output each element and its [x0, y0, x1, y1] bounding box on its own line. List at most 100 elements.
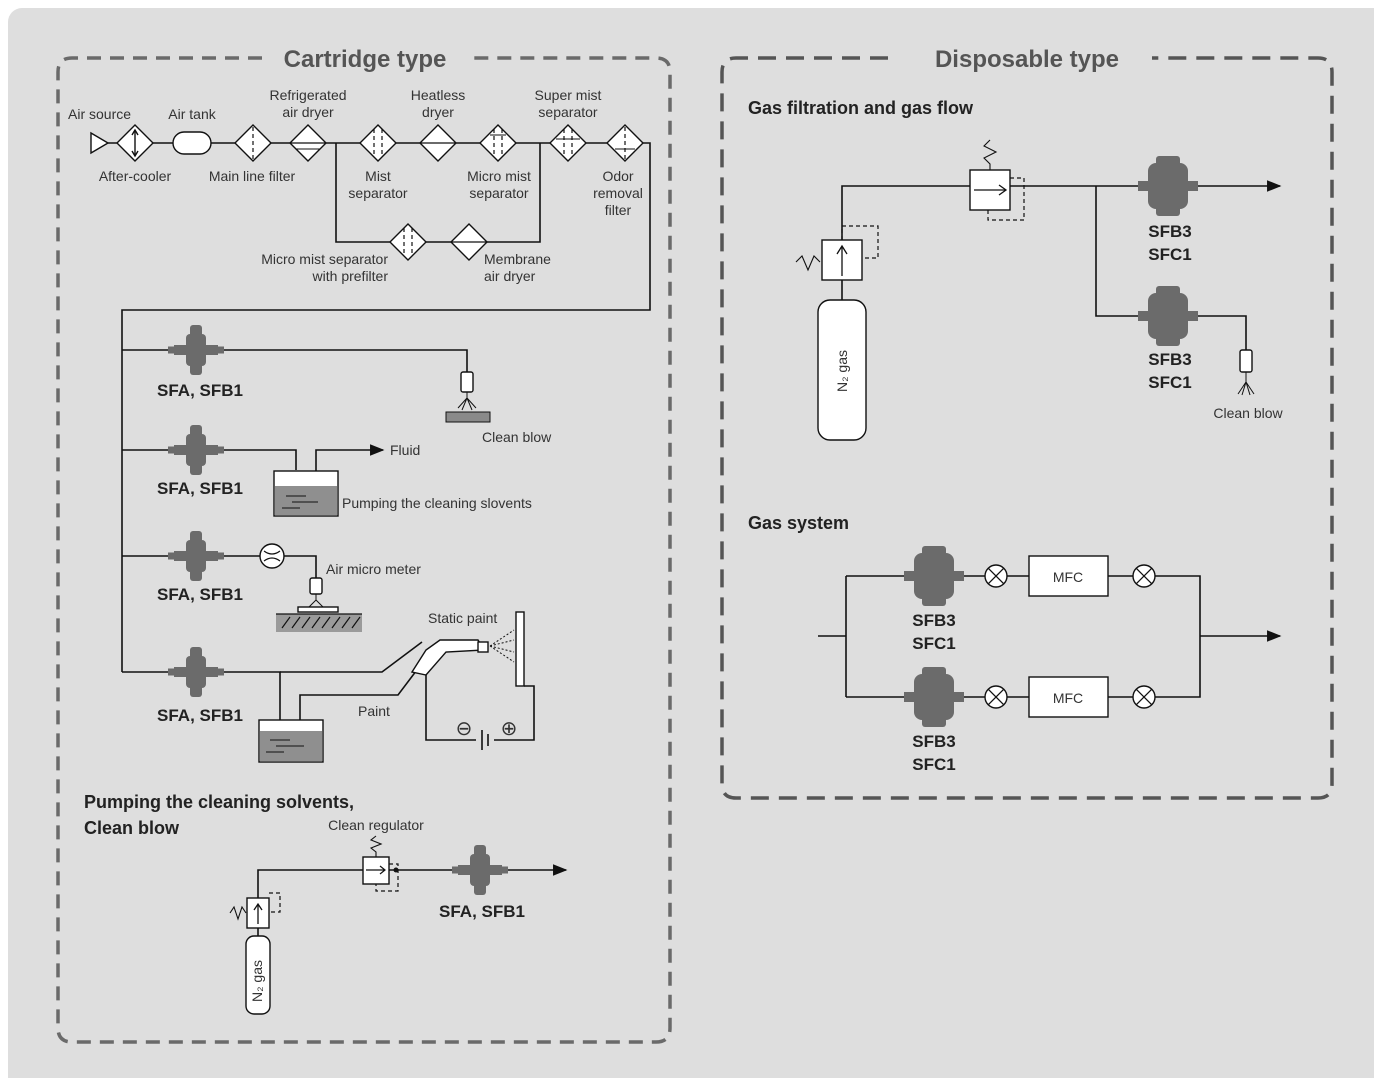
bottom-title-1: Pumping the cleaning solvents, — [84, 792, 354, 812]
membrane-dryer-icon — [450, 223, 488, 261]
label-odor-2: removal — [593, 185, 643, 201]
refrigerated-dryer-icon — [289, 124, 327, 162]
label-paint: Paint — [358, 703, 390, 719]
label-micro-mist-2: separator — [469, 185, 528, 201]
label-after-cooler: After-cooler — [99, 168, 172, 184]
label-air-source: Air source — [68, 106, 131, 122]
paint-target-icon — [515, 611, 525, 687]
plus-symbol: ⊕ — [501, 718, 518, 740]
filter-sfa-sfb1-3 — [168, 531, 224, 581]
branch-static-paint: SFA, SFB1 ⊖ ⊕ Static paint Paint — [122, 610, 535, 763]
label-membrane-1: Membrane — [484, 251, 551, 267]
filter-1-label-a: SFB3 — [1148, 222, 1191, 241]
cartridge-type-section: Cartridge type — [56, 46, 672, 1044]
label-refrigerated-1: Refrigerated — [269, 87, 346, 103]
label-clean-regulator: Clean regulator — [328, 817, 424, 833]
filter-sfb3-sfc1-1 — [1138, 156, 1198, 216]
gauge-nozzle-icon — [309, 577, 323, 595]
label-clean-blow-disposable: Clean blow — [1213, 405, 1283, 421]
filter-2-label-a: SFB3 — [1148, 350, 1191, 369]
clean-blow-nozzle-icon — [1239, 349, 1253, 373]
filter-3-label-a: SFB3 — [912, 611, 955, 630]
label-air-micro-meter: Air micro meter — [326, 561, 421, 577]
micro-mist-prefilter-icon — [389, 223, 427, 261]
filter-sfa-sfb1-5 — [452, 845, 508, 895]
heatless-dryer-icon — [419, 124, 457, 162]
label-micro-prefilter-1: Micro mist separator — [261, 251, 388, 267]
ground-icon — [276, 614, 362, 632]
label-odor-3: filter — [605, 202, 632, 218]
valve-icon-4 — [1132, 685, 1156, 709]
air-source-icon — [90, 131, 110, 155]
filter-label-2: SFA, SFB1 — [157, 479, 243, 498]
bottom-title-2: Clean blow — [84, 818, 180, 838]
label-heatless-1: Heatless — [411, 87, 465, 103]
main-line-filter-icon — [234, 124, 272, 162]
battery-icon — [481, 730, 489, 750]
n2-gas-label: N₂ gas — [834, 350, 850, 392]
filter-label-5: SFA, SFB1 — [439, 902, 525, 921]
filter-sfa-sfb1-4 — [168, 647, 224, 697]
filter-4-label-a: SFB3 — [912, 732, 955, 751]
after-cooler-icon — [116, 124, 154, 162]
branch-fluid-pumping: SFA, SFB1 Fluid Pumping the cleaning slo… — [122, 425, 532, 517]
filter-sfb3-sfc1-4 — [904, 667, 964, 727]
clean-regulator-example: Pumping the cleaning solvents, Clean blo… — [84, 792, 568, 1015]
workpiece-icon — [445, 411, 491, 423]
label-air-tank: Air tank — [168, 106, 216, 122]
label-pumping: Pumping the cleaning slovents — [342, 495, 532, 511]
mfc-label-2: MFC — [1053, 690, 1083, 706]
air-tank-icon — [172, 131, 212, 155]
filter-sfa-sfb1-1 — [168, 325, 224, 375]
mfc-label-1: MFC — [1053, 569, 1083, 585]
mfc-box-1 — [1028, 555, 1109, 597]
label-micro-mist-1: Micro mist — [467, 168, 531, 184]
cartridge-title: Cartridge type — [284, 46, 447, 73]
label-fluid: Fluid — [390, 442, 420, 458]
filter-label-3: SFA, SFB1 — [157, 585, 243, 604]
valve-icon-3 — [984, 685, 1008, 709]
filter-label-4: SFA, SFB1 — [157, 706, 243, 725]
filter-1-label-b: SFC1 — [1148, 245, 1191, 264]
super-mist-separator-icon — [549, 124, 587, 162]
odor-removal-filter-icon — [606, 124, 644, 162]
disposable-frame — [720, 56, 1334, 800]
label-membrane-2: air dryer — [484, 268, 536, 284]
label-mist-sep-1: Mist — [365, 168, 391, 184]
filter-4-label-b: SFC1 — [912, 755, 955, 774]
valve-icon-1 — [984, 564, 1008, 588]
mfc-box-2 — [1028, 676, 1109, 718]
filter-label-1: SFA, SFB1 — [157, 381, 243, 400]
label-super-mist-1: Super mist — [535, 87, 602, 103]
gas-filtration-flow: Gas filtration and gas flow N₂ gas SFB3 … — [748, 98, 1284, 441]
air-preparation-chain: Air source Air tank Refrigerated air dry… — [68, 87, 651, 672]
label-odor-1: Odor — [602, 168, 633, 184]
valve-icon-2 — [1132, 564, 1156, 588]
label-main-line-filter: Main line filter — [209, 168, 296, 184]
label-micro-prefilter-2: with prefilter — [312, 268, 389, 284]
label-clean-blow: Clean blow — [482, 429, 552, 445]
spray-gun-icon — [410, 639, 486, 676]
micro-mist-separator-icon — [479, 124, 517, 162]
branch-air-micro-meter: SFA, SFB1 Air micro meter — [122, 531, 421, 632]
gas-system: Gas system MFC MFC SFB3 SFC1 SFB3 SFC1 — [748, 513, 1282, 774]
filter-sfa-sfb1-2 — [168, 425, 224, 475]
label-super-mist-2: separator — [538, 104, 597, 120]
mist-separator-icon — [359, 124, 397, 162]
filter-sfb3-sfc1-3 — [904, 546, 964, 606]
label-static-paint: Static paint — [428, 610, 497, 626]
minus-symbol: ⊖ — [456, 718, 473, 740]
bottom-n2-cylinder-icon — [245, 935, 271, 1015]
branch-clean-blow: SFA, SFB1 Clean blow — [122, 325, 552, 445]
cartridge-frame — [56, 56, 672, 1044]
gas-system-title: Gas system — [748, 513, 849, 533]
bottom-n2-label: N₂ gas — [249, 960, 265, 1002]
filter-sfb3-sfc1-2 — [1138, 286, 1198, 346]
disposable-type-section: Disposable type Gas filtration and gas f… — [720, 46, 1334, 800]
gas-flow-title: Gas filtration and gas flow — [748, 98, 974, 118]
n2-cylinder-icon — [817, 299, 867, 441]
filter-2-label-b: SFC1 — [1148, 373, 1191, 392]
label-heatless-2: dryer — [422, 104, 454, 120]
disposable-title: Disposable type — [935, 46, 1119, 73]
